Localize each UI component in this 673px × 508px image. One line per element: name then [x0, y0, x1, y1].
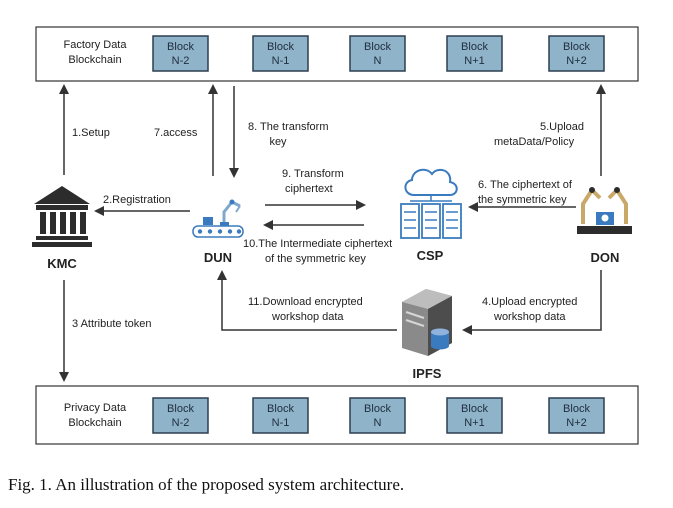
- block-number: N-2: [172, 55, 190, 67]
- block-number: N-2: [172, 417, 190, 429]
- ipfs-label: IPFS: [413, 366, 442, 381]
- figure-caption: Fig. 1. An illustration of the proposed …: [8, 475, 405, 494]
- block-label: Block: [461, 41, 488, 53]
- privacy-chain-label-1: Privacy Data: [64, 402, 127, 414]
- arrow-download-encrypted: [217, 270, 397, 331]
- block-label: Block: [167, 41, 194, 53]
- label-download-encrypted-1: 11.Download encrypted: [248, 296, 363, 308]
- block-number: N: [374, 55, 382, 67]
- server-tower-icon: [402, 289, 452, 356]
- block-label: Block: [267, 403, 294, 415]
- block-number: N-1: [272, 55, 290, 67]
- block-top-2: Block N: [349, 35, 406, 72]
- label-access: 7.access: [154, 127, 198, 139]
- block-number: N+1: [464, 55, 485, 67]
- block-top-1: Block N-1: [252, 35, 309, 72]
- label-transform-key-1: 8. The transform: [248, 121, 329, 133]
- block-label: Block: [167, 403, 194, 415]
- conveyor-robot-icon: [192, 199, 244, 238]
- dun-label: DUN: [204, 250, 232, 265]
- factory-chain-label-1: Factory Data: [64, 39, 128, 51]
- robot-arms-icon: [577, 186, 632, 234]
- label-attribute-token: 3 Attribute token: [72, 318, 152, 330]
- label-transform-key-2: key: [269, 136, 287, 148]
- block-label: Block: [461, 403, 488, 415]
- don-label: DON: [591, 250, 620, 265]
- block-number: N+1: [464, 417, 485, 429]
- label-upload-encrypted-1: 4.Upload encrypted: [482, 296, 577, 308]
- label-intermediate-2: of the symmetric key: [265, 253, 366, 265]
- block-label: Block: [563, 41, 590, 53]
- label-registration: 2.Registration: [103, 194, 171, 206]
- factory-chain-label-2: Blockchain: [68, 54, 121, 66]
- block-top-4: Block N+2: [548, 35, 605, 72]
- bank-icon: [32, 186, 92, 247]
- label-symmetric-key-1: 6. The ciphertext of: [478, 179, 573, 191]
- label-transform-ciphertext-2: ciphertext: [285, 183, 333, 195]
- cloud-server-icon: [400, 168, 462, 239]
- factory-data-blockchain: Factory Data Blockchain Block N-2 Block …: [35, 26, 639, 82]
- block-number: N: [374, 417, 382, 429]
- block-label: Block: [267, 41, 294, 53]
- label-upload-metadata-1: 5.Upload: [540, 121, 584, 133]
- privacy-chain-label-2: Blockchain: [68, 417, 121, 429]
- block-number: N+2: [566, 55, 587, 67]
- csp-label: CSP: [417, 248, 444, 263]
- block-label: Block: [563, 403, 590, 415]
- block-number: N-1: [272, 417, 290, 429]
- label-symmetric-key-2: the symmetric key: [478, 194, 567, 206]
- label-setup: 1.Setup: [72, 127, 110, 139]
- block-bottom-2: Block N: [349, 397, 406, 434]
- block-number: N+2: [566, 417, 587, 429]
- label-transform-ciphertext-1: 9. Transform: [282, 168, 344, 180]
- block-bottom-4: Block N+2: [548, 397, 605, 434]
- arrow-upload-encrypted: [462, 270, 602, 335]
- block-top-0: Block N-2: [152, 35, 209, 72]
- label-download-encrypted-2: workshop data: [271, 311, 344, 323]
- privacy-data-blockchain: Privacy Data Blockchain Block N-2 Block …: [35, 385, 639, 445]
- block-label: Block: [364, 41, 391, 53]
- block-bottom-1: Block N-1: [252, 397, 309, 434]
- label-upload-metadata-2: metaData/Policy: [494, 136, 575, 148]
- kmc-label: KMC: [47, 256, 77, 271]
- block-top-3: Block N+1: [446, 35, 503, 72]
- block-label: Block: [364, 403, 391, 415]
- block-bottom-3: Block N+1: [446, 397, 503, 434]
- label-intermediate-1: 10.The Intermediate ciphertext: [243, 238, 392, 250]
- block-bottom-0: Block N-2: [152, 397, 209, 434]
- label-upload-encrypted-2: workshop data: [493, 311, 566, 323]
